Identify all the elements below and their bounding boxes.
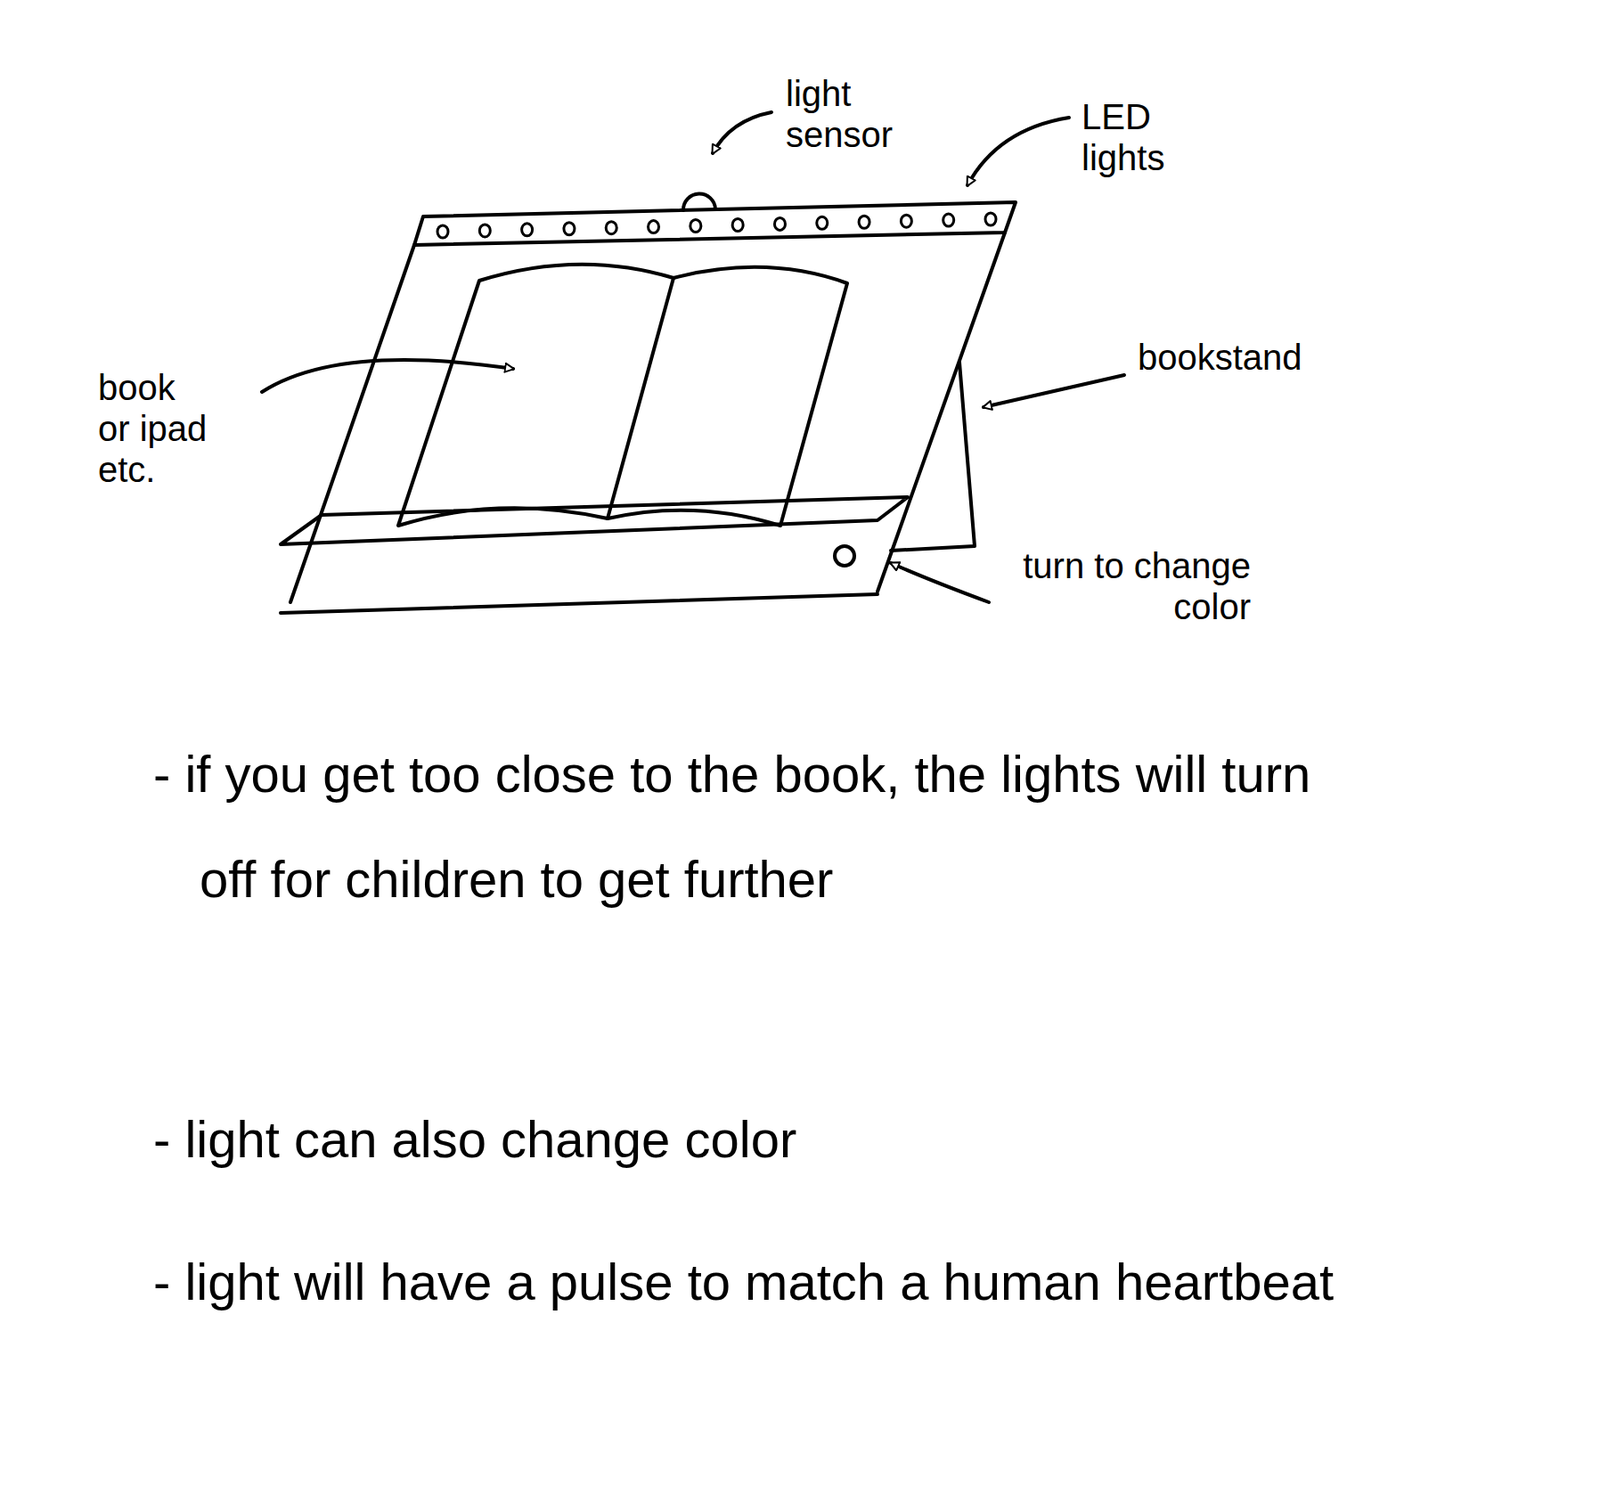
frame-right bbox=[877, 232, 1005, 592]
color-knob bbox=[834, 546, 855, 566]
note-text: - if you get too close to the book, the … bbox=[153, 721, 1358, 932]
led-light bbox=[900, 214, 912, 228]
led-light bbox=[690, 220, 702, 233]
light-sensor bbox=[683, 193, 716, 211]
note-text: - light will have a pulse to match a hum… bbox=[153, 1229, 1358, 1335]
part-label: turn to change color bbox=[1001, 545, 1251, 628]
frame-left bbox=[290, 244, 415, 603]
led-light bbox=[605, 221, 617, 235]
leader-arrow bbox=[967, 117, 1070, 186]
leader-arrow bbox=[983, 375, 1125, 408]
base-front bbox=[280, 594, 878, 613]
leader-arrow bbox=[261, 359, 514, 392]
led-light bbox=[858, 215, 870, 229]
part-label: light sensor bbox=[785, 73, 920, 156]
led-light bbox=[648, 220, 660, 234]
led-light bbox=[437, 225, 449, 238]
part-label: bookstand bbox=[1137, 336, 1370, 378]
led-light bbox=[985, 212, 996, 226]
led-light bbox=[563, 222, 575, 236]
back-support bbox=[890, 362, 975, 551]
part-label: book or ipad etc. bbox=[97, 367, 213, 490]
leader-arrow bbox=[712, 112, 772, 154]
book-right-page bbox=[607, 267, 848, 526]
led-light bbox=[479, 224, 490, 237]
led-light bbox=[522, 223, 533, 237]
tray bbox=[280, 497, 908, 545]
part-label: LED lights bbox=[1081, 96, 1207, 179]
note-text: - light can also change color bbox=[153, 1086, 1358, 1192]
led-light bbox=[943, 213, 955, 227]
led-light bbox=[774, 217, 785, 230]
book-left-page bbox=[398, 264, 674, 526]
led-light bbox=[732, 218, 743, 231]
leader-arrow bbox=[890, 563, 989, 603]
led-light bbox=[816, 216, 828, 229]
